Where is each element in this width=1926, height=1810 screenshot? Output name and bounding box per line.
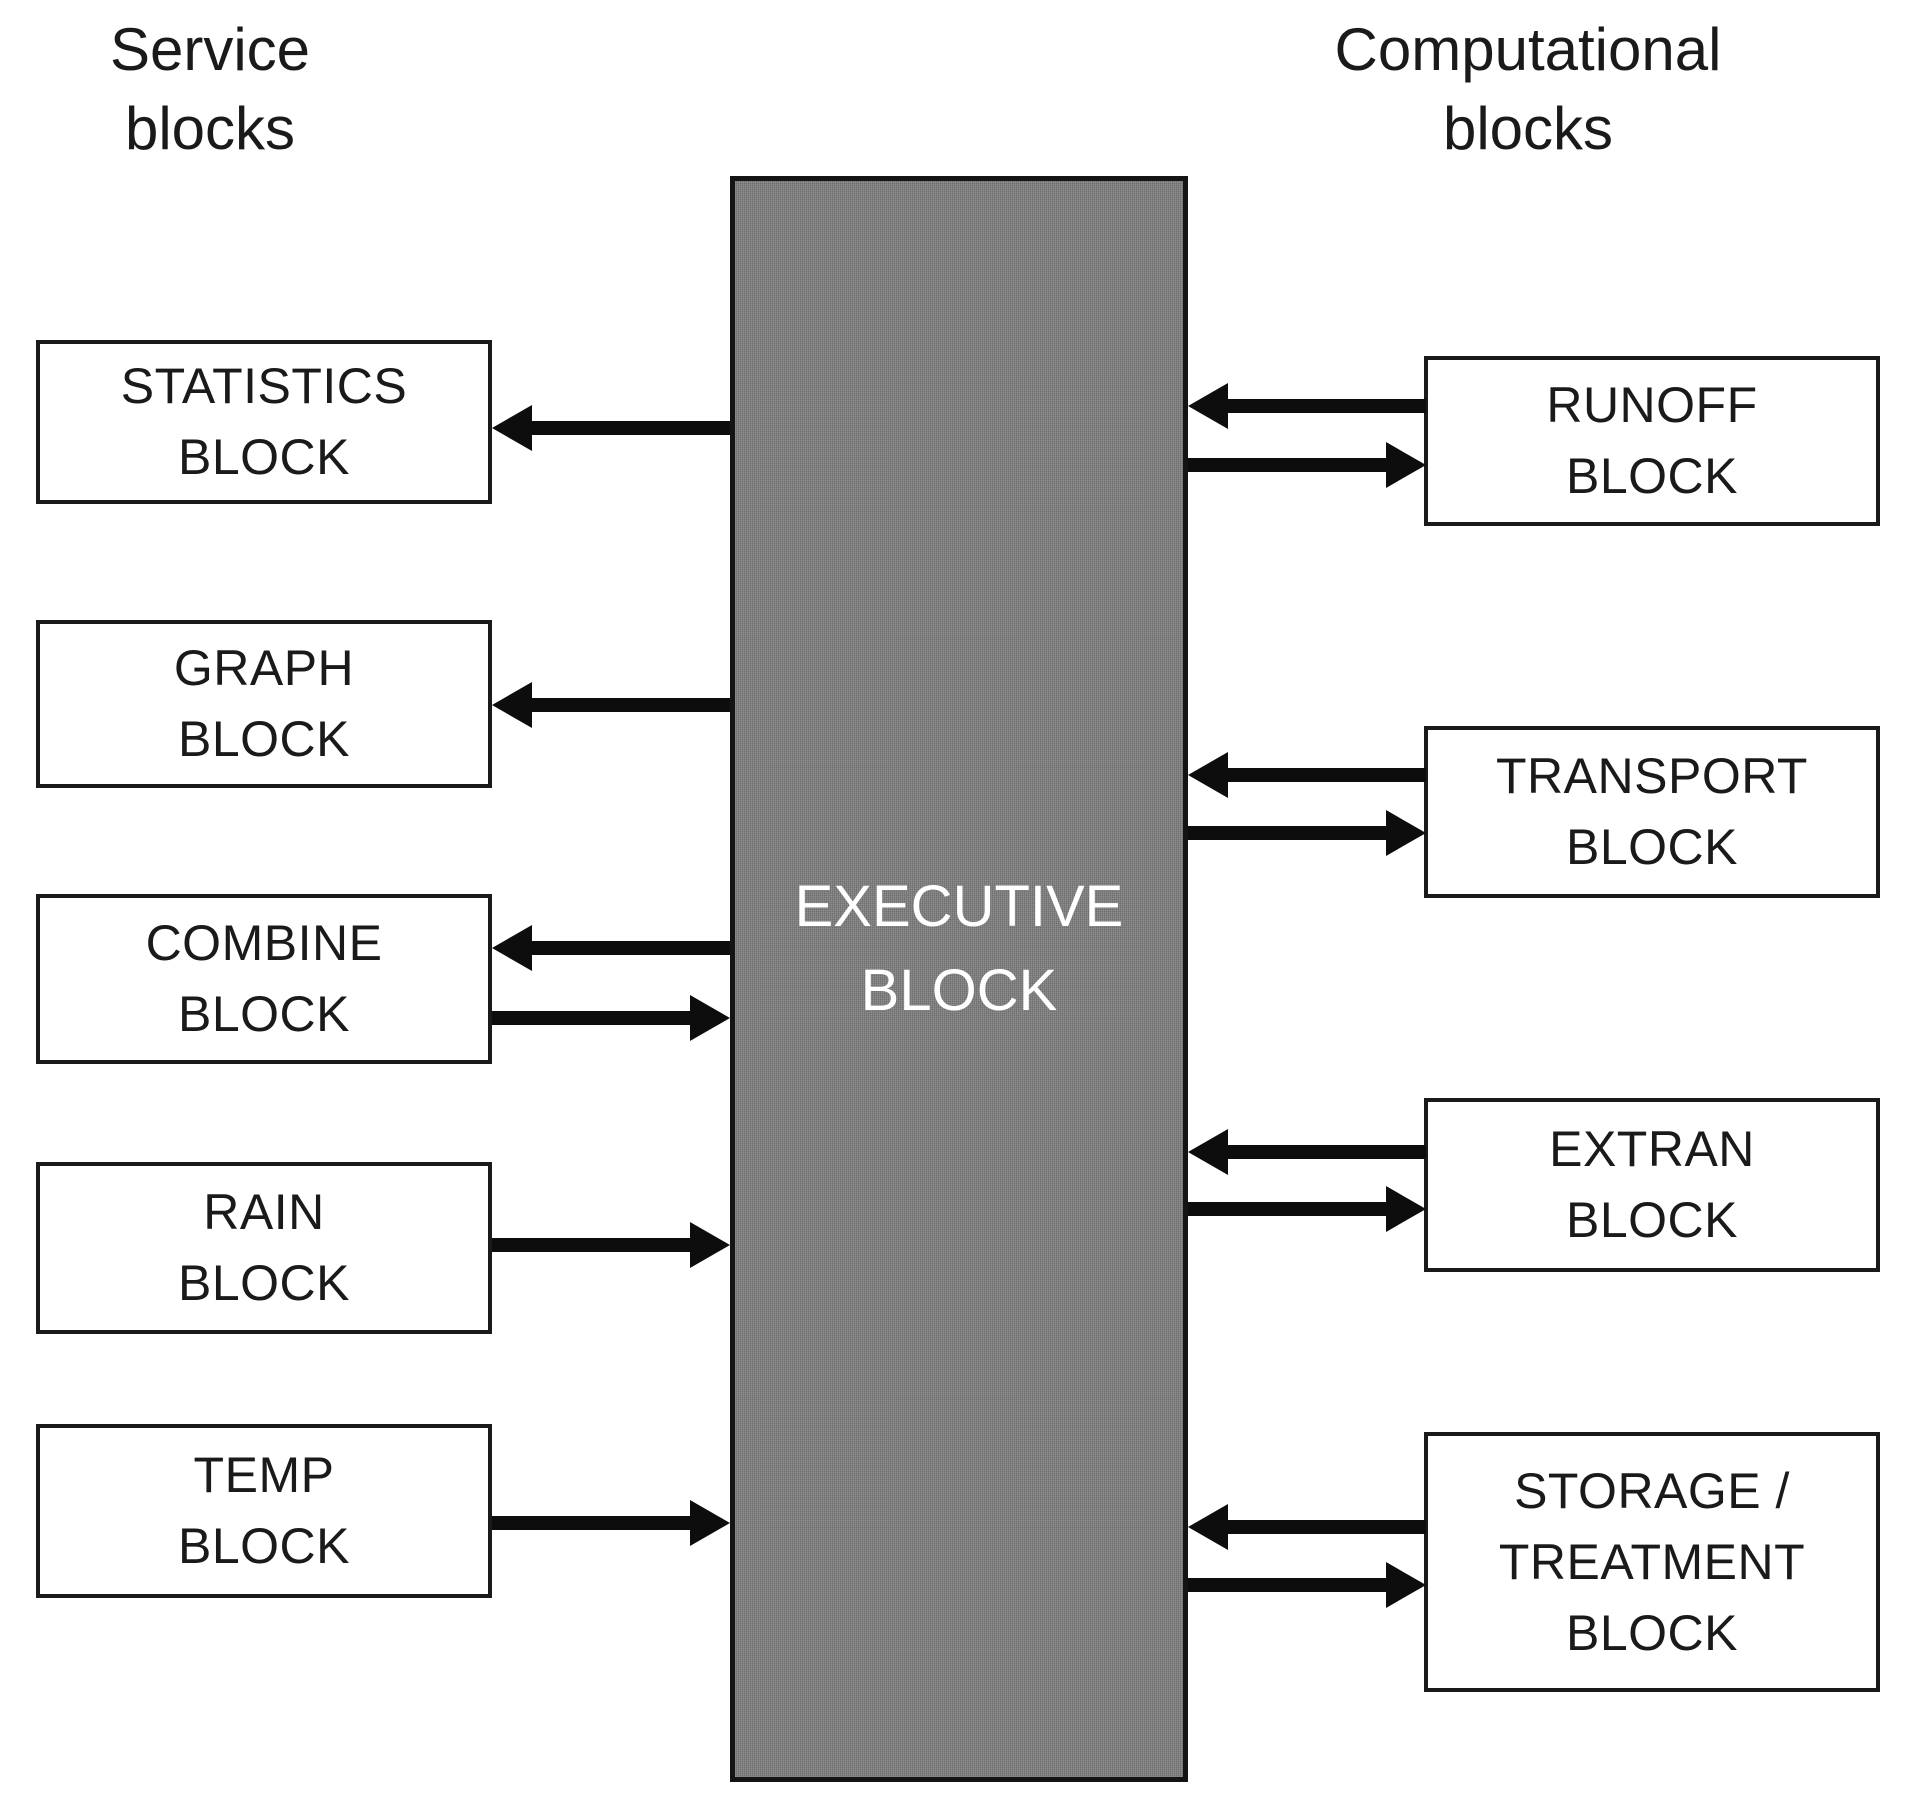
statistics-block-label-line1: STATISTICS xyxy=(120,358,408,414)
graph-block-label-line2: BLOCK xyxy=(177,711,350,767)
arrow-shaft xyxy=(1188,1578,1392,1592)
arrowhead-right-icon xyxy=(690,995,730,1041)
storage-treatment-block-label-line3: BLOCK xyxy=(1565,1604,1738,1661)
rain-block[interactable]: RAIN BLOCK xyxy=(36,1162,492,1334)
arrow-shaft xyxy=(1222,1520,1426,1534)
storage-treatment-block[interactable]: STORAGE / TREATMENT BLOCK xyxy=(1424,1432,1880,1692)
temp-block-label-line2: BLOCK xyxy=(177,1518,350,1574)
temp-block[interactable]: TEMP BLOCK xyxy=(36,1424,492,1598)
graph-block[interactable]: GRAPH BLOCK xyxy=(36,620,492,788)
arrow-shaft xyxy=(526,421,730,435)
computational-blocks-heading: Computational blocks xyxy=(1334,16,1722,163)
arrow-shaft xyxy=(1222,1145,1426,1159)
graph-block-label-line1: GRAPH xyxy=(173,640,355,696)
arrowhead-left-icon xyxy=(1188,383,1228,429)
arrow-shaft xyxy=(1188,458,1392,472)
arrow-shaft xyxy=(1188,1202,1392,1216)
transport-block-label-line2: BLOCK xyxy=(1565,819,1738,875)
statistics-block[interactable]: STATISTICS BLOCK xyxy=(36,340,492,504)
runoff-block-label-line1: RUNOFF xyxy=(1546,377,1758,433)
arrowhead-left-icon xyxy=(1188,1129,1228,1175)
combine-block-label-line1: COMBINE xyxy=(145,915,383,971)
arrowhead-left-icon xyxy=(492,405,532,451)
arrowhead-right-icon xyxy=(1386,442,1426,488)
arrowhead-left-icon xyxy=(1188,1504,1228,1550)
arrowhead-right-icon xyxy=(1386,1186,1426,1232)
statistics-block-label-line2: BLOCK xyxy=(177,429,350,485)
rain-block-label-line2: BLOCK xyxy=(177,1255,350,1311)
arrow-shaft xyxy=(492,1011,696,1025)
arrow-shaft xyxy=(526,698,730,712)
executive-block[interactable]: EXECUTIVE BLOCK xyxy=(730,176,1188,1782)
extran-block[interactable]: EXTRAN BLOCK xyxy=(1424,1098,1880,1272)
storage-treatment-block-label-line2: TREATMENT xyxy=(1498,1533,1806,1590)
arrow-shaft xyxy=(492,1516,696,1530)
transport-block-label-line1: TRANSPORT xyxy=(1496,748,1808,804)
combine-block-label-line2: BLOCK xyxy=(177,986,350,1042)
storage-treatment-block-label-line1: STORAGE / xyxy=(1514,1462,1790,1519)
arrow-shaft xyxy=(526,941,730,955)
arrow-shaft xyxy=(1188,826,1392,840)
arrow-shaft xyxy=(492,1238,696,1252)
executive-block-label: EXECUTIVE BLOCK xyxy=(794,873,1124,1023)
rain-block-label-line1: RAIN xyxy=(203,1184,325,1240)
extran-block-label-line1: EXTRAN xyxy=(1549,1121,1755,1177)
transport-block[interactable]: TRANSPORT BLOCK xyxy=(1424,726,1880,898)
arrowhead-left-icon xyxy=(1188,752,1228,798)
extran-block-label-line2: BLOCK xyxy=(1565,1192,1738,1248)
runoff-block-label-line2: BLOCK xyxy=(1565,448,1738,504)
arrowhead-left-icon xyxy=(492,682,532,728)
combine-block[interactable]: COMBINE BLOCK xyxy=(36,894,492,1064)
runoff-block[interactable]: RUNOFF BLOCK xyxy=(1424,356,1880,526)
arrow-shaft xyxy=(1222,399,1426,413)
arrowhead-left-icon xyxy=(492,925,532,971)
arrowhead-right-icon xyxy=(1386,810,1426,856)
service-blocks-heading: Service blocks xyxy=(109,16,311,163)
arrow-shaft xyxy=(1222,768,1426,782)
arrowhead-right-icon xyxy=(690,1222,730,1268)
arrowhead-right-icon xyxy=(690,1500,730,1546)
temp-block-label-line1: TEMP xyxy=(193,1447,335,1503)
arrowhead-right-icon xyxy=(1386,1562,1426,1608)
